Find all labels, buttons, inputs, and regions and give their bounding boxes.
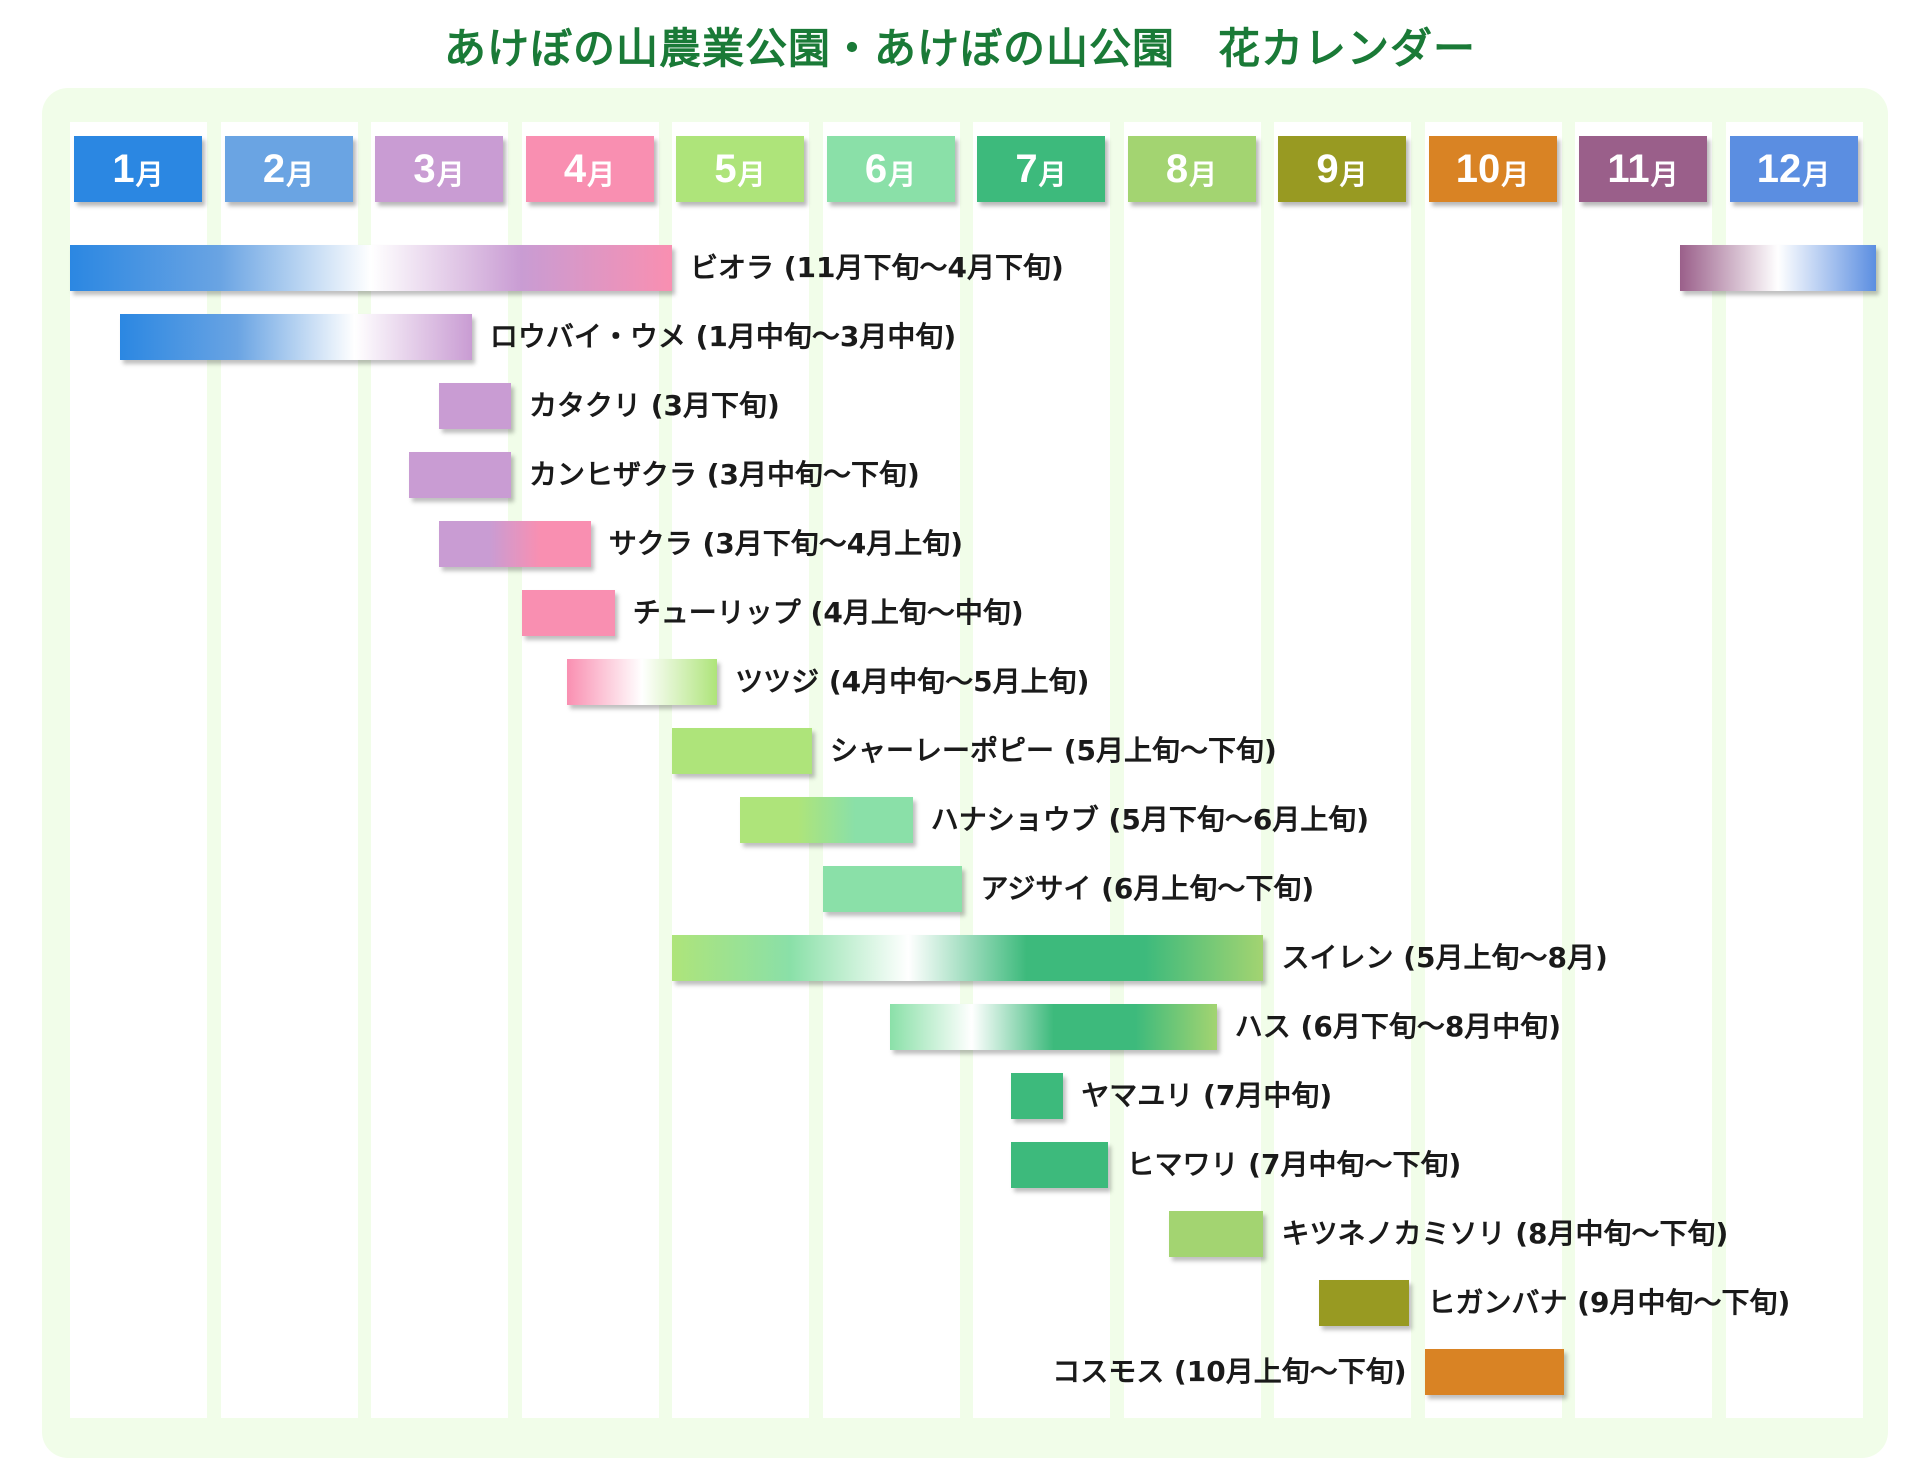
flower-label: ハス (6月下旬～8月中旬) [1234, 1010, 1562, 1043]
month-unit: 月 [737, 159, 766, 190]
flower-label: サクラ (3月下旬～4月上旬) [608, 527, 964, 560]
month-unit: 月 [1038, 159, 1067, 190]
flower-label: コスモス (10月上旬～下旬) [1052, 1355, 1407, 1388]
month-number: 3 [413, 146, 436, 191]
bloom-bar [566, 659, 718, 705]
month-unit: 月 [1802, 159, 1831, 190]
bloom-bar [438, 521, 591, 567]
month-number: 5 [714, 146, 737, 191]
flower-label: カタクリ (3月下旬) [528, 389, 780, 422]
month-column-7 [973, 122, 1110, 1418]
bloom-bar [672, 728, 812, 774]
month-unit: 月 [1189, 159, 1218, 190]
page-title: あけぼの山農業公園・あけぼの山公園 花カレンダー [443, 24, 1476, 73]
bloom-bar [1010, 1142, 1109, 1188]
month-unit: 月 [587, 159, 616, 190]
flower-label: アジサイ (6月上旬～下旬) [980, 872, 1315, 905]
bloom-bar [521, 590, 615, 636]
bloom-bar [408, 452, 511, 498]
flower-label: ツツジ (4月中旬～5月上旬) [735, 665, 1090, 698]
month-column-12 [1725, 122, 1863, 1418]
bloom-bar [119, 314, 472, 360]
month-unit: 月 [135, 159, 164, 190]
bloom-bar [672, 935, 1264, 981]
month-number: 4 [563, 146, 587, 191]
month-unit: 月 [888, 159, 917, 190]
flower-label: ロウバイ・ウメ (1月中旬～3月中旬) [489, 320, 957, 353]
bloom-bar [822, 866, 963, 912]
month-number: 8 [1165, 146, 1189, 191]
month-unit: 月 [1501, 159, 1530, 190]
bloom-bar [1424, 1349, 1565, 1395]
month-column-4 [521, 122, 659, 1418]
bloom-bar [1010, 1073, 1064, 1119]
month-number: 2 [262, 146, 286, 191]
month-unit: 月 [1650, 159, 1679, 190]
month-number: 12 [1756, 146, 1802, 191]
bloom-bar [1680, 245, 1876, 291]
flower-label: キツネノカミソリ (8月中旬～下旬) [1281, 1217, 1729, 1250]
flower-label: ハナショウブ (5月下旬～6月上旬) [930, 803, 1370, 836]
month-unit: 月 [1339, 159, 1368, 190]
flower-label: スイレン (5月上旬～8月) [1281, 941, 1608, 974]
month-column-11 [1575, 122, 1712, 1418]
month-column-8 [1123, 122, 1261, 1418]
flower-label: ビオラ (11月下旬～4月下旬) [690, 251, 1064, 284]
bloom-bar [1319, 1280, 1410, 1326]
bloom-bar [70, 245, 672, 291]
month-number: 9 [1316, 146, 1339, 191]
bloom-bar [438, 383, 511, 429]
flower-label: チューリップ (4月上旬～中旬) [632, 596, 1024, 629]
bloom-bar [1168, 1211, 1264, 1257]
month-column-10 [1424, 122, 1562, 1418]
bloom-bar [739, 797, 913, 843]
month-unit: 月 [436, 159, 465, 190]
month-unit: 月 [286, 159, 315, 190]
month-column-6 [822, 122, 960, 1418]
month-number: 1 [112, 146, 135, 191]
flower-label: カンヒザクラ (3月中旬～下旬) [528, 458, 920, 491]
month-column-9 [1274, 122, 1411, 1418]
flower-label: ヒガンバナ (9月中旬～下旬) [1427, 1286, 1791, 1319]
flower-label: シャーレーポピー (5月上旬～下旬) [829, 734, 1277, 767]
month-number: 6 [864, 146, 888, 191]
flower-label: ヒマワリ (7月中旬～下旬) [1126, 1148, 1462, 1181]
month-number: 10 [1455, 146, 1501, 191]
flower-label: ヤマユリ (7月中旬) [1081, 1079, 1333, 1112]
bloom-bar [890, 1004, 1217, 1050]
month-number: 7 [1015, 146, 1038, 191]
month-number: 11 [1607, 146, 1650, 191]
